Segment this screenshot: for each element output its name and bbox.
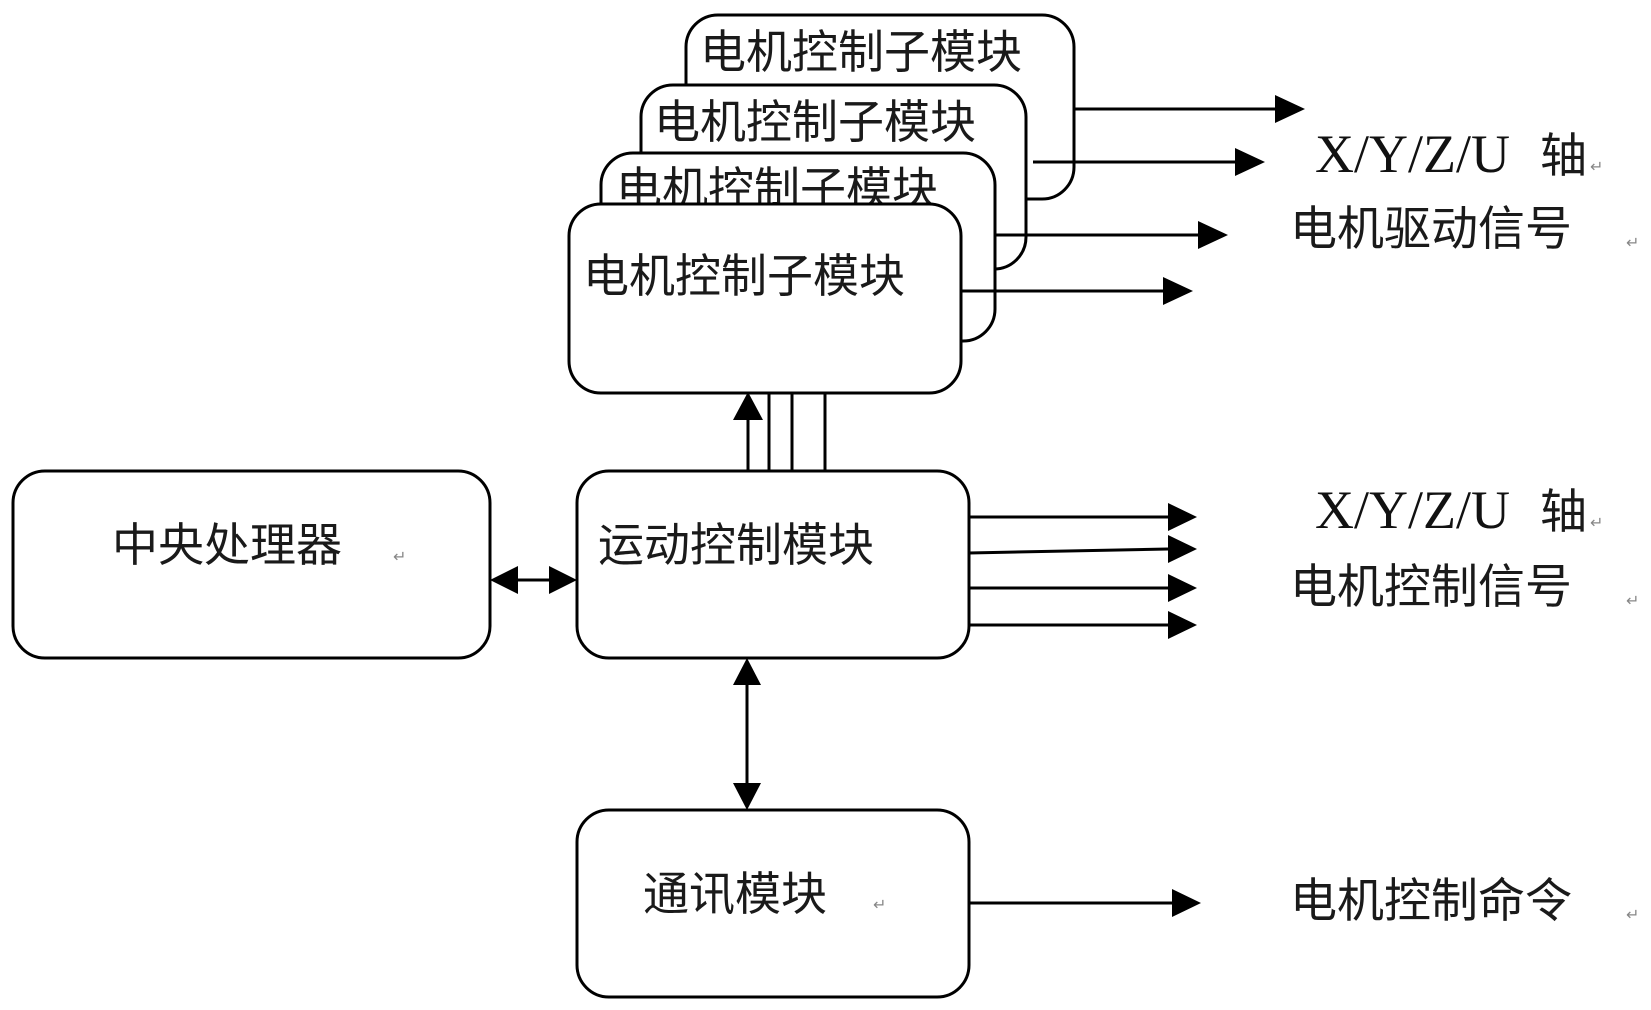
submodule-bus	[733, 392, 827, 471]
motion-side-arrowhead	[549, 566, 577, 594]
drive-signal-arrowhead-4	[1163, 277, 1193, 305]
command-arrowhead	[1172, 889, 1201, 917]
paragraph-mark: ↵	[1626, 233, 1639, 252]
command-text: 电机控制命令	[1290, 874, 1572, 929]
motor-submodule-4-label: 电机控制子模块	[700, 25, 1022, 79]
cpu-block: 中央处理器 ↵	[11, 469, 492, 660]
paragraph-mark: ↵	[393, 547, 406, 566]
cpu-label: 中央处理器	[112, 518, 342, 572]
command-label: 电机控制命令 ↵	[1290, 874, 1639, 929]
control-signal-wire-2	[968, 547, 1169, 555]
paragraph-mark: ↵	[1590, 157, 1603, 176]
drive-signal-arrowhead-1	[1275, 95, 1305, 123]
control-signal-outputs	[968, 503, 1197, 639]
communication-label: 通讯模块	[643, 867, 827, 921]
drive-signal-arrowhead-3	[1198, 221, 1228, 249]
control-signal-axis-word: 轴	[1540, 485, 1587, 540]
control-signal-label: X/Y/Z/U 轴 ↵ 电机控制信号 ↵	[1290, 480, 1639, 615]
cpu-side-arrowhead	[490, 566, 518, 594]
motion-control-block: 运动控制模块	[575, 469, 971, 660]
motion-comm-link	[733, 658, 761, 810]
control-signal-arrowhead-4	[1168, 611, 1197, 639]
motor-submodule-stack: 电机控制子模块 电机控制子模块 电机控制子模块 电机控制子模块	[567, 13, 1305, 395]
drive-signal-arrowhead-2	[1235, 148, 1265, 176]
motion-side-up-arrowhead	[733, 658, 761, 685]
communication-block: 通讯模块 ↵	[575, 808, 971, 999]
bus-arrowhead	[733, 392, 763, 420]
paragraph-mark: ↵	[1590, 513, 1603, 532]
control-signal-arrowhead-3	[1168, 574, 1197, 602]
drive-signal-axis-word: 轴	[1540, 129, 1587, 184]
motor-submodule-3-label: 电机控制子模块	[654, 95, 976, 149]
drive-signal-text: 电机驱动信号	[1290, 202, 1572, 257]
paragraph-mark: ↵	[873, 895, 886, 914]
motor-submodule-1-label: 电机控制子模块	[583, 249, 905, 303]
paragraph-mark: ↵	[1626, 591, 1639, 610]
drive-signal-label: X/Y/Z/U 轴 ↵ 电机驱动信号 ↵	[1290, 124, 1639, 257]
paragraph-mark: ↵	[1626, 905, 1639, 924]
control-signal-arrowhead-1	[1168, 503, 1197, 531]
control-signal-arrowhead-2	[1168, 535, 1197, 563]
cpu-motion-link	[490, 566, 577, 594]
motion-control-label: 运动控制模块	[598, 518, 874, 572]
control-signal-text: 电机控制信号	[1290, 560, 1572, 615]
motor-submodule-1: 电机控制子模块	[567, 202, 963, 395]
drive-signal-axes: X/Y/Z/U	[1315, 124, 1510, 184]
control-signal-axes: X/Y/Z/U	[1315, 480, 1510, 540]
comm-side-down-arrowhead	[733, 783, 761, 810]
